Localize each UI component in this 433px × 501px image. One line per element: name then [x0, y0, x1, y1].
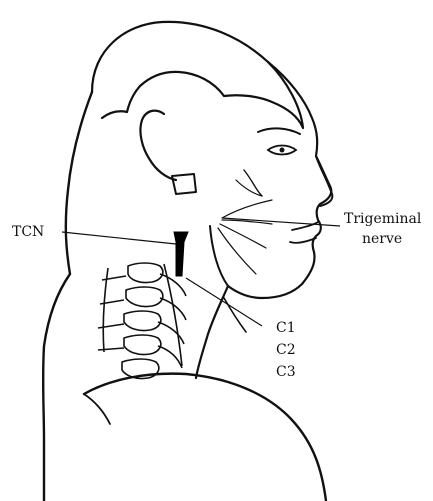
brow-outline — [258, 128, 300, 134]
ear-lobe — [172, 174, 196, 194]
hair-outline — [92, 22, 303, 128]
neck-front-outline — [196, 286, 228, 378]
ear-outline — [140, 111, 176, 180]
face-profile-outline — [228, 62, 331, 298]
c1-label: C1 — [276, 320, 296, 336]
trigeminal-label-line2: nerve — [362, 231, 402, 247]
nose-outline — [316, 156, 332, 206]
tcn-label: TCN — [12, 224, 44, 240]
jaw-outline — [210, 226, 228, 286]
lips-outline — [290, 222, 318, 243]
trigeminal-branches — [218, 180, 272, 274]
shoulder-outline — [84, 374, 326, 501]
c-pointer-line — [186, 278, 262, 326]
cervical-spine — [98, 263, 186, 379]
c3-label: C3 — [276, 364, 296, 380]
c2-label: C2 — [276, 342, 296, 358]
back-of-head-outline — [43, 92, 92, 501]
tcn-nucleus — [174, 232, 188, 276]
trigeminal-label-line1: Trigeminal — [344, 211, 422, 227]
trigeminal-pointer-line — [222, 218, 340, 226]
tcn-pointer-line — [62, 232, 176, 244]
shoulder-inner-line — [84, 394, 110, 424]
pupil — [280, 148, 285, 153]
throat-line — [224, 298, 246, 332]
